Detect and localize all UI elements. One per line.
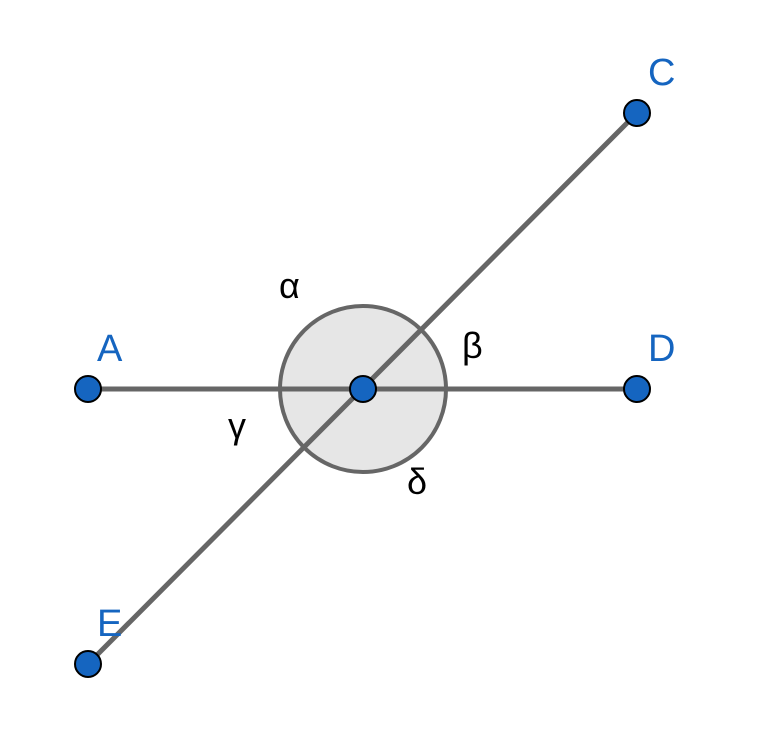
label-e: E bbox=[97, 603, 122, 645]
angle-label-alpha: α bbox=[279, 265, 300, 306]
angle-label-delta: δ bbox=[407, 461, 427, 502]
point-e[interactable] bbox=[74, 650, 102, 678]
point-a[interactable] bbox=[74, 375, 102, 403]
label-a: A bbox=[97, 328, 123, 370]
label-c: C bbox=[648, 52, 675, 94]
point-d[interactable] bbox=[623, 375, 651, 403]
point-c[interactable] bbox=[623, 99, 651, 127]
label-d: D bbox=[648, 328, 675, 370]
angle-label-beta: β bbox=[462, 325, 483, 366]
point-center[interactable] bbox=[349, 375, 377, 403]
angle-label-gamma: γ bbox=[228, 405, 246, 446]
